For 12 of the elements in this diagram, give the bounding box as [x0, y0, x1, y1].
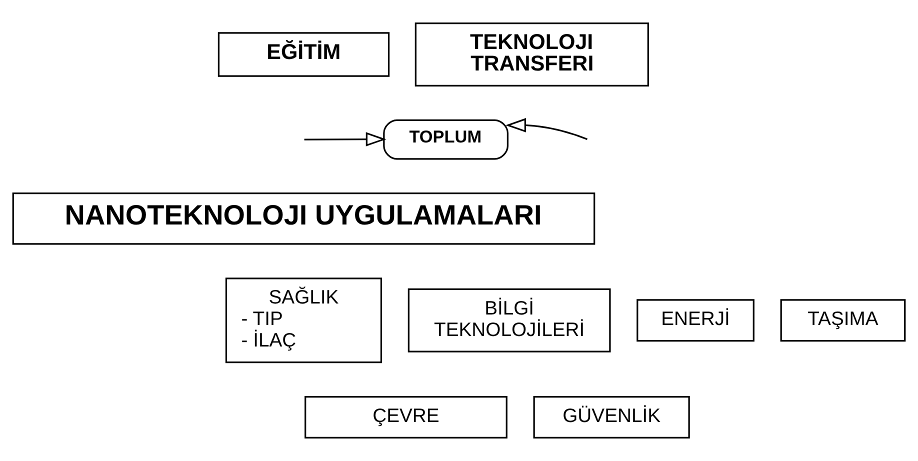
node-box: NANOTEKNOLOJI UYGULAMALARI: [12, 192, 596, 245]
node-box: TAŞIMA: [780, 299, 906, 342]
node-box: ÇEVRE: [304, 396, 508, 438]
arrow: [304, 132, 386, 146]
node-box: SAĞLIK - TIP - İLAÇ: [225, 278, 382, 364]
node-box: EĞİTİM: [218, 32, 390, 77]
node-box: GÜVENLİK: [533, 396, 690, 438]
arrow: [506, 118, 588, 140]
node-box: TOPLUM: [383, 119, 509, 160]
node-box: ENERJİ: [636, 299, 754, 342]
node-box: BİLGİ TEKNOLOJİLERİ: [408, 288, 611, 352]
node-box: TEKNOLOJI TRANSFERI: [414, 22, 649, 87]
